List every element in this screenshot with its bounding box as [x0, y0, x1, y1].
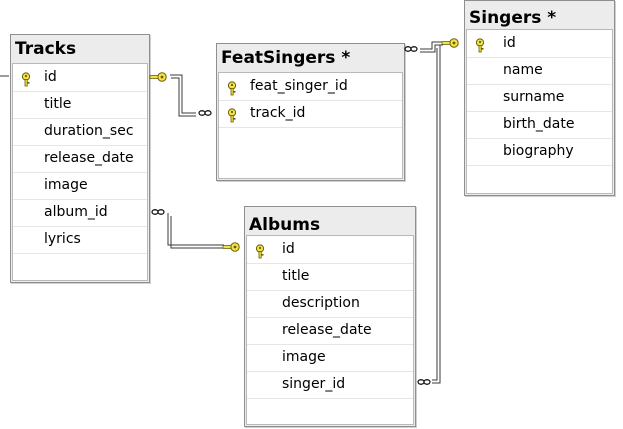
column-name: singer_id [282, 376, 346, 392]
column-name: id [44, 69, 57, 85]
column-row[interactable]: id [247, 236, 413, 264]
key-icon [254, 242, 266, 259]
column-name: release_date [282, 322, 372, 338]
column-row[interactable]: release_date [247, 317, 413, 345]
table-tracks[interactable]: Tracks id title duration_sec release_dat… [10, 34, 150, 283]
column-name: track_id [250, 105, 306, 121]
infinity-icon [198, 110, 212, 116]
column-row[interactable]: id [467, 30, 612, 58]
infinity-icon [151, 209, 165, 215]
column-row[interactable]: album_id [13, 199, 147, 227]
column-grid: id name surname birth_date biography [466, 29, 613, 194]
infinity-icon [417, 379, 431, 385]
column-name: name [503, 62, 543, 78]
column-row[interactable]: image [13, 172, 147, 200]
column-row[interactable]: name [467, 57, 612, 85]
column-name: id [282, 241, 295, 257]
key-icon [222, 242, 240, 252]
column-name: feat_singer_id [250, 78, 348, 94]
column-grid: feat_singer_id track_id [218, 72, 403, 179]
column-name: title [282, 268, 310, 284]
column-row[interactable]: surname [467, 84, 612, 112]
relationship-albums-tracks[interactable] [151, 209, 240, 252]
column-grid: id title description release_date image … [246, 235, 414, 425]
column-row[interactable]: description [247, 290, 413, 318]
table-feat-singers[interactable]: FeatSingers * feat_singer_id track_id [216, 43, 405, 181]
column-name: release_date [44, 150, 134, 166]
column-row[interactable]: id [13, 64, 147, 92]
column-name: surname [503, 89, 565, 105]
column-name: image [44, 177, 88, 193]
table-albums[interactable]: Albums id title description release_date… [244, 206, 416, 427]
table-title: Albums [249, 215, 321, 235]
column-name: description [282, 295, 360, 311]
key-icon [149, 72, 167, 82]
column-row[interactable]: feat_singer_id [219, 73, 402, 101]
table-title: FeatSingers * [221, 48, 351, 68]
key-icon [474, 36, 486, 53]
column-name: title [44, 96, 72, 112]
column-grid: id title duration_sec release_date image… [12, 63, 148, 281]
column-name: biography [503, 143, 574, 159]
column-name: id [503, 35, 516, 51]
infinity-icon [404, 46, 418, 52]
relationship-tracks-featsingers[interactable] [149, 72, 212, 117]
column-row[interactable]: track_id [219, 100, 402, 128]
column-name: image [282, 349, 326, 365]
column-row[interactable]: release_date [13, 145, 147, 173]
column-row[interactable]: title [247, 263, 413, 291]
column-row[interactable]: title [13, 91, 147, 119]
column-row[interactable]: singer_id [247, 371, 413, 399]
key-icon [20, 70, 32, 87]
key-icon [226, 106, 238, 123]
column-name: birth_date [503, 116, 575, 132]
column-row[interactable]: birth_date [467, 111, 612, 139]
relationship-singers-featsingers[interactable] [404, 38, 459, 53]
column-name: album_id [44, 204, 108, 220]
relationship-singers-albums[interactable] [417, 45, 441, 385]
column-name: lyrics [44, 231, 81, 247]
column-row[interactable]: duration_sec [13, 118, 147, 146]
table-title: Tracks [15, 39, 77, 59]
key-icon [441, 38, 459, 48]
table-title: Singers * [469, 8, 557, 28]
column-row[interactable]: image [247, 344, 413, 372]
key-icon [226, 79, 238, 96]
column-row[interactable]: lyrics [13, 226, 147, 254]
table-singers[interactable]: Singers * id name surname birth_date bio… [464, 0, 615, 196]
column-name: duration_sec [44, 123, 134, 139]
column-row[interactable]: biography [467, 138, 612, 166]
